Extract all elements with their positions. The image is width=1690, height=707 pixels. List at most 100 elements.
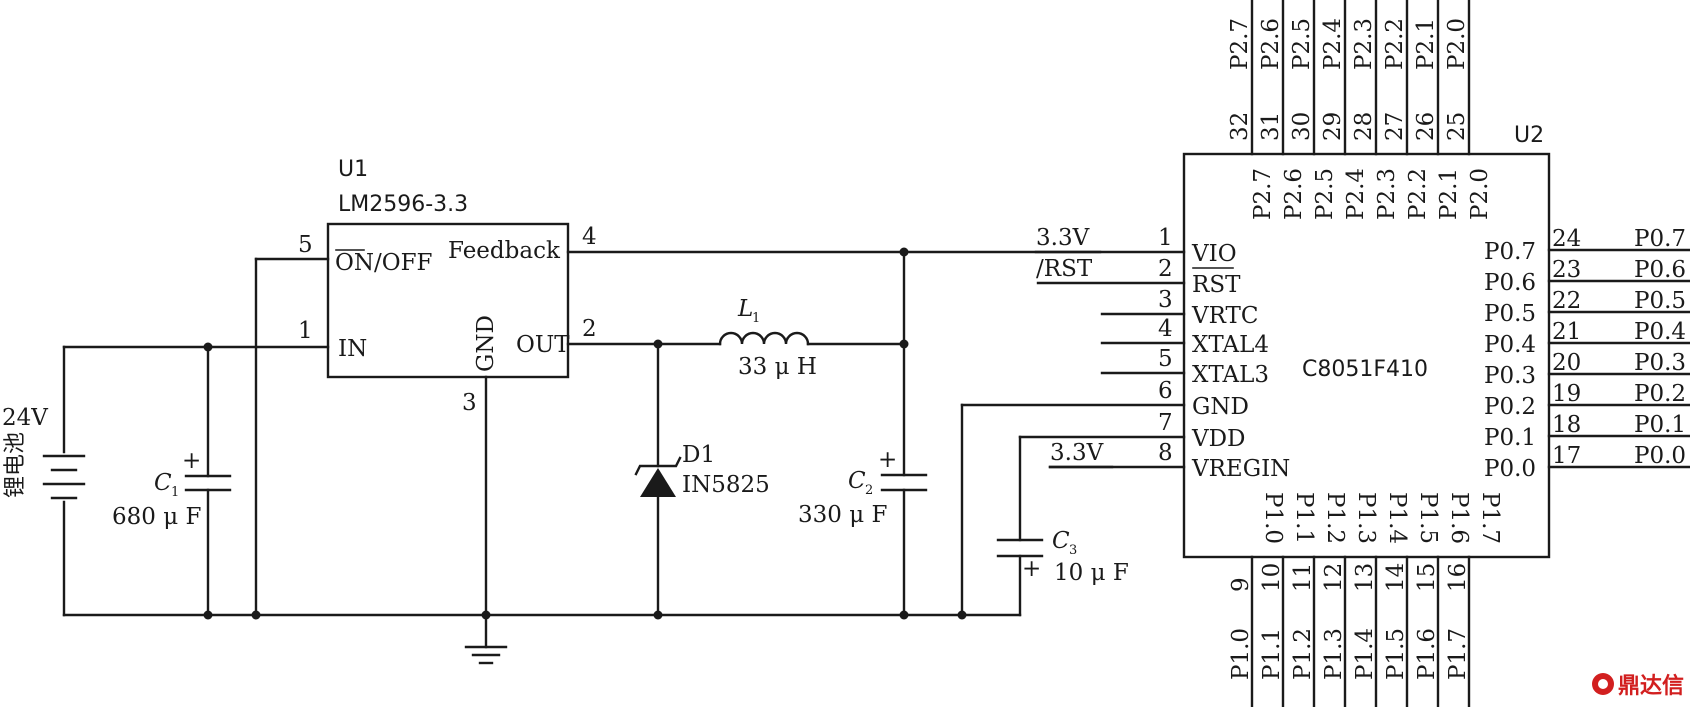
u2-pin-30-name: P2.5 bbox=[1312, 168, 1338, 220]
u2-pin-17-number: 17 bbox=[1552, 443, 1581, 469]
u2-pin-7-name: VDD bbox=[1191, 426, 1246, 452]
u2-net-23-label: P0.6 bbox=[1634, 257, 1686, 283]
c3-ref: C bbox=[1052, 528, 1070, 554]
u2-net-15-label: P1.6 bbox=[1414, 628, 1440, 680]
u2-pin-3-number: 3 bbox=[1158, 287, 1173, 313]
c1-ref: C bbox=[154, 470, 172, 496]
u2-pin-28-number: 28 bbox=[1351, 112, 1377, 141]
u2-pin-12-name: P1.3 bbox=[1353, 492, 1379, 544]
u1-ref: U1 bbox=[338, 157, 368, 182]
u1-out-label: OUT bbox=[516, 332, 570, 358]
u2-net-32-label: P2.7 bbox=[1227, 18, 1253, 70]
u1-pin-4: 4 bbox=[582, 224, 597, 250]
c1-value: 680 μ F bbox=[112, 504, 201, 530]
u2-pin-1-name: VIO bbox=[1191, 241, 1237, 267]
u1-pin-1: 1 bbox=[298, 318, 313, 344]
u2-net-26-label: P2.1 bbox=[1413, 18, 1439, 70]
u2-top-pins: P2.732P2.7P2.631P2.6P2.530P2.5P2.429P2.4… bbox=[1227, 0, 1493, 220]
watermark-logo: 鼎达信 bbox=[1592, 673, 1684, 699]
u2-pin-8-number: 8 bbox=[1158, 440, 1173, 466]
u1-pin-5: 5 bbox=[298, 232, 313, 258]
u2-pin-13-name: P1.4 bbox=[1384, 492, 1410, 544]
u2-pin-19-number: 19 bbox=[1552, 381, 1581, 407]
u2-net-21-label: P0.4 bbox=[1634, 319, 1686, 345]
u2-pin-5-number: 5 bbox=[1158, 346, 1173, 372]
u2-pin-6-name: GND bbox=[1192, 394, 1249, 420]
u2-pin-20-name: P0.3 bbox=[1484, 363, 1536, 389]
u2-net-25-label: P2.0 bbox=[1444, 18, 1470, 70]
u2-net-12-label: P1.3 bbox=[1321, 628, 1347, 680]
u2-net-24-label: P0.7 bbox=[1634, 226, 1686, 252]
u2-pin-14-number: 14 bbox=[1383, 563, 1409, 592]
u2-pin-4-name: XTAL4 bbox=[1192, 332, 1269, 358]
c2-plus: + bbox=[878, 447, 897, 473]
u2-ref: U2 bbox=[1514, 123, 1544, 148]
c2-ref-sub: 2 bbox=[865, 483, 873, 498]
d1-part: IN5825 bbox=[682, 472, 770, 498]
u2-pin-27-number: 27 bbox=[1382, 112, 1408, 141]
u2-pin-15-number: 15 bbox=[1414, 563, 1440, 592]
inductor-l1: L 1 33 μ H bbox=[718, 296, 817, 380]
u2-pin-27-name: P2.2 bbox=[1405, 168, 1431, 220]
u2-net-16-label: P1.7 bbox=[1445, 628, 1471, 680]
u2-pin-1-number: 1 bbox=[1158, 225, 1173, 251]
junctions bbox=[203, 247, 967, 620]
ground-symbol bbox=[464, 645, 508, 665]
capacitor-c3: + C 3 10 μ F bbox=[996, 528, 1129, 586]
u2-pin-19-name: P0.2 bbox=[1484, 394, 1536, 420]
u2-pin-31-number: 31 bbox=[1258, 112, 1284, 141]
u2-net-11-label: P1.2 bbox=[1290, 628, 1316, 680]
u1-on-off-label: ON/OFF bbox=[335, 250, 433, 276]
u2-net-31-label: P2.6 bbox=[1258, 18, 1284, 70]
u1-part: LM2596-3.3 bbox=[338, 192, 468, 217]
u2-pin-2-name: RST bbox=[1192, 272, 1241, 298]
u2-pin-18-name: P0.1 bbox=[1484, 425, 1536, 451]
u2-net-14-label: P1.5 bbox=[1383, 628, 1409, 680]
u2-pin-11-name: P1.2 bbox=[1322, 492, 1348, 544]
u2-pin-15-name: P1.6 bbox=[1446, 492, 1472, 544]
net-vio-label: 3.3V bbox=[1036, 225, 1090, 251]
u2-pin-22-number: 22 bbox=[1552, 288, 1581, 314]
u2-net-22-label: P0.5 bbox=[1634, 288, 1686, 314]
u2-net-19-label: P0.2 bbox=[1634, 381, 1686, 407]
u2-part: C8051F410 bbox=[1302, 357, 1428, 382]
u2-net-9-label: P1.0 bbox=[1228, 628, 1254, 680]
c3-value: 10 μ F bbox=[1054, 560, 1129, 586]
u2-pin-32-name: P2.7 bbox=[1250, 168, 1276, 220]
u2-pin-2-number: 2 bbox=[1158, 256, 1173, 282]
u2-pin-26-number: 26 bbox=[1413, 112, 1439, 141]
u2-pin-25-name: P2.0 bbox=[1467, 168, 1493, 220]
watermark-text: 鼎达信 bbox=[1618, 673, 1684, 699]
u2-pin-31-name: P2.6 bbox=[1281, 168, 1307, 220]
u1-pin-3: 3 bbox=[462, 390, 477, 416]
u2-pin-29-name: P2.4 bbox=[1343, 168, 1369, 220]
c1-plus: + bbox=[182, 448, 201, 474]
u2-pin-3-name: VRTC bbox=[1191, 303, 1258, 329]
u2-net-13-label: P1.4 bbox=[1352, 628, 1378, 680]
u2-pin-24-name: P0.7 bbox=[1484, 239, 1536, 265]
u2-pin-9-name: P1.0 bbox=[1260, 492, 1286, 544]
u2-pin-32-number: 32 bbox=[1227, 112, 1253, 141]
c2-ref: C bbox=[848, 468, 866, 494]
c1-ref-sub: 1 bbox=[171, 485, 179, 500]
u2-pin-30-number: 30 bbox=[1289, 112, 1315, 141]
u1-regulator: U1 LM2596-3.3 ON/OFF Feedback IN GND OUT… bbox=[298, 157, 597, 416]
l1-ref: L bbox=[737, 296, 753, 322]
u2-pin-21-number: 21 bbox=[1552, 319, 1581, 345]
u2-pin-9-number: 9 bbox=[1228, 577, 1254, 592]
u1-in-label: IN bbox=[338, 336, 367, 362]
u2-bottom-pins: P1.09P1.0P1.110P1.1P1.211P1.2P1.312P1.3P… bbox=[1228, 492, 1503, 707]
u2-pin-12-number: 12 bbox=[1321, 563, 1347, 592]
u1-pin-2: 2 bbox=[582, 316, 597, 342]
battery-voltage-label: 24V bbox=[2, 405, 48, 431]
diode-d1: D1 IN5825 bbox=[634, 442, 770, 498]
u2-pin-16-number: 16 bbox=[1445, 563, 1471, 592]
u2-pin-6-number: 6 bbox=[1158, 378, 1173, 404]
capacitor-c1: + C 1 680 μ F bbox=[112, 448, 232, 530]
u2-pin-20-number: 20 bbox=[1552, 350, 1581, 376]
u2-pin-23-number: 23 bbox=[1552, 257, 1581, 283]
u2-net-29-label: P2.4 bbox=[1320, 18, 1346, 70]
